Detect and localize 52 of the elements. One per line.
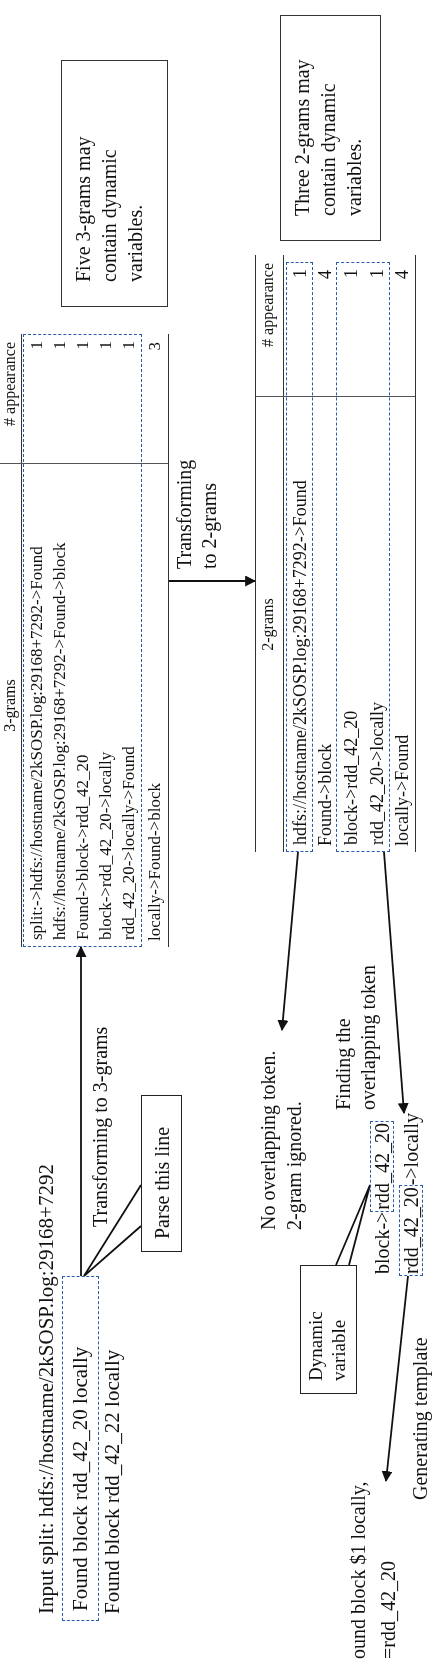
table-cell-text: 1	[49, 341, 70, 350]
edge-label: Generating template	[408, 1336, 433, 1500]
table-cell-text: block->rdd_42_20	[340, 710, 362, 845]
arrow	[381, 1275, 409, 1483]
highlight-box	[336, 262, 390, 852]
log-line: Found block rdd_42_22 locally	[99, 1269, 126, 1614]
table-cell-text: Found->block	[314, 743, 336, 846]
arrow	[277, 851, 299, 1032]
note-box: Three 2-grams may contain dynamic variables.	[280, 15, 381, 241]
edge-label: Transforming to 3-grams	[88, 1025, 113, 1227]
arrow	[383, 851, 409, 1115]
table-cell-text: 1	[118, 341, 139, 350]
table-cell-text: split:->hdfs://hostname/2kSOSP.log:29168+7292->Found	[26, 546, 47, 940]
arrow	[168, 575, 257, 587]
ngram-text: rdd_42_20->locally	[398, 1112, 426, 1276]
arrow	[75, 945, 87, 1277]
template-text: =rdd_42_20	[376, 1561, 400, 1659]
column-header: # appearance	[259, 263, 277, 347]
table-cell-text: locally->Found->block	[144, 783, 165, 941]
highlight-box	[286, 262, 313, 852]
callout-box: Dynamic variable	[300, 1265, 357, 1394]
table-cell-text: block->rdd_42_20->locally	[95, 751, 116, 940]
table-cell-text: hdfs://hostname/2kSOSP.log:29168+7292->Found	[289, 480, 311, 845]
column-header: 3-grams	[1, 679, 19, 732]
note-box: Five 3-grams may contain dynamic variables.	[61, 60, 168, 307]
table-cell-text: rdd_42_20->locally->Found	[118, 746, 139, 940]
table-cell-text: 4	[391, 270, 413, 279]
callout-box: Parse this line	[141, 1095, 182, 1252]
highlight-box	[23, 334, 142, 947]
table-cell-text: 1	[366, 269, 388, 278]
column-header: 2-grams	[259, 598, 277, 651]
edge-label: Finding the overlapping token	[331, 964, 381, 1110]
table-cell-text: locally->Found	[391, 734, 413, 846]
callout-pointer	[83, 1184, 142, 1277]
table-cell-text: hdfs://hostname/2kSOSP.log:29168+7292->Found->block	[49, 542, 70, 940]
ngram-table	[0, 334, 169, 947]
table-cell-text: rdd_42_20->locally	[366, 701, 388, 845]
table-cell-text: 1	[340, 269, 362, 278]
table-cell-text: 1	[289, 269, 311, 278]
template-text: ound block $1 locally,	[346, 1481, 371, 1659]
note-text: No overlapping token. 2-gram ignored.	[255, 1030, 307, 1230]
ngram-table	[255, 255, 416, 852]
edge-label: Transforming to 2-grams	[172, 458, 222, 569]
callout-pointer	[335, 1184, 371, 1266]
table-cell-text: Found->block->rdd_42_20	[72, 754, 93, 940]
log-line: Input split: hdfs://hostname/2kSOSP.log:29168+7292	[33, 1144, 60, 1614]
table-cell-text: 3	[144, 342, 165, 351]
table-cell-text: 1	[72, 341, 93, 350]
table-cell-text: 1	[26, 341, 47, 350]
table-cell-text: 4	[314, 270, 336, 279]
column-header: # appearance	[1, 342, 19, 426]
table-cell-text: 1	[95, 341, 116, 350]
